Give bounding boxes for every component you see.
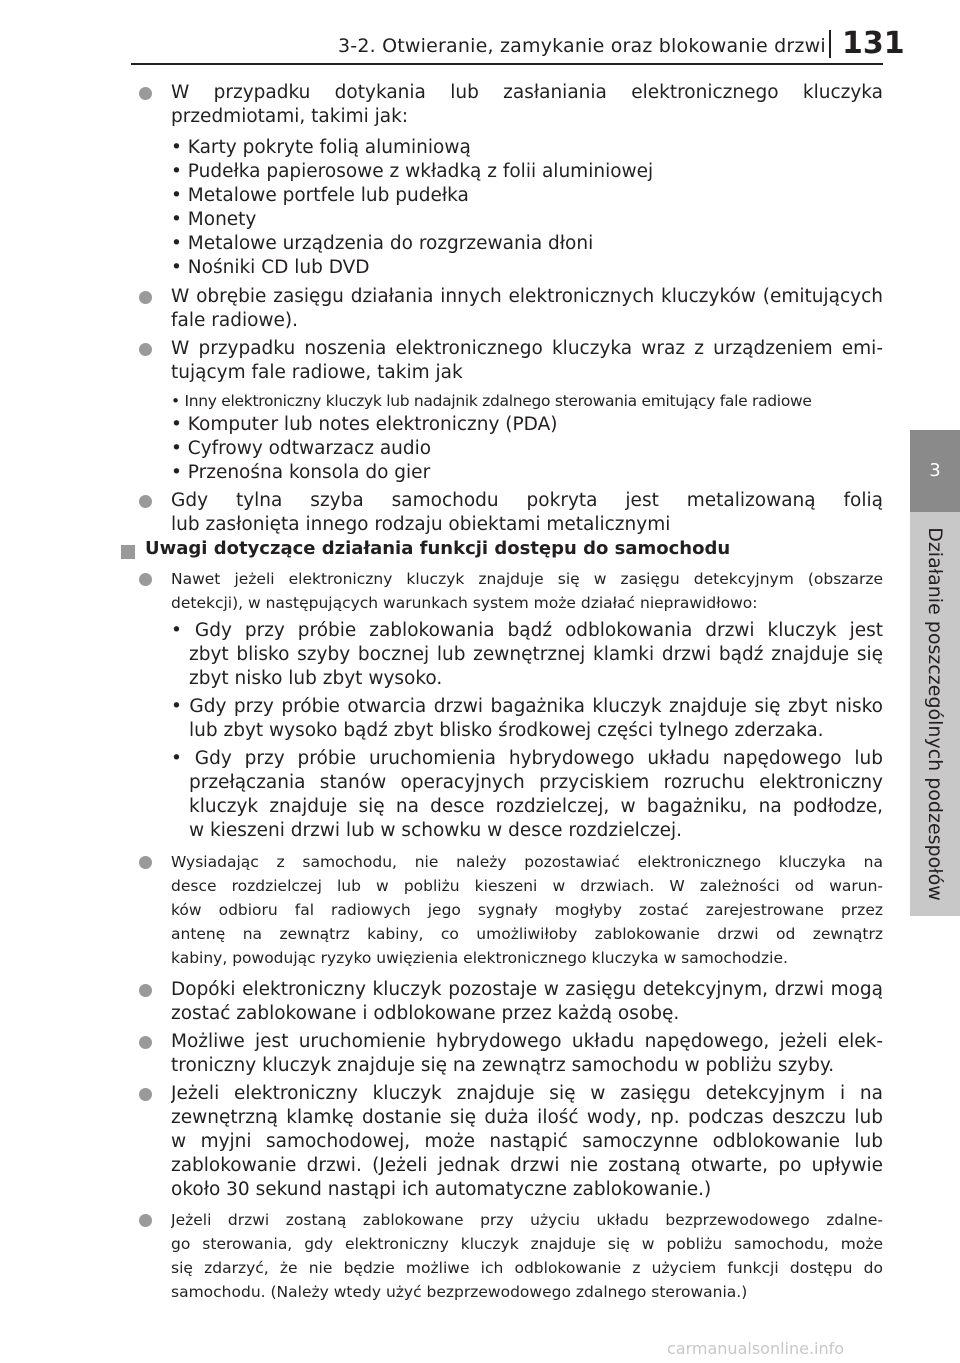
paragraph-line: samochodu. (Należy wtedy użyć bezprzewod… xyxy=(171,1283,748,1301)
list-item: przełączania stanów operacyjnych przycis… xyxy=(189,772,883,793)
bullet-dot xyxy=(139,291,152,304)
paragraph-line: Możliwe jest uruchomienie hybrydowego uk… xyxy=(171,1031,883,1052)
list-item: zbyt nisko lub zbyt wysoko. xyxy=(189,668,443,689)
paragraph-line: tującym fale radiowe, takim jak xyxy=(171,362,463,383)
paragraph-line: desce rozdzielczej lub w pobliżu kieszen… xyxy=(171,877,883,895)
paragraph-line: Wysiadając z samochodu, nie należy pozos… xyxy=(171,853,883,871)
list-item: lub zbyt wysoko bądź zbyt blisko środkow… xyxy=(189,720,824,741)
paragraph-line: Gdy tylna szyba samochodu pokryta jest m… xyxy=(171,490,883,511)
list-item: • Pudełka papierosowe z wkładką z folii … xyxy=(171,161,654,182)
chapter-title: Działanie poszczególnych podzespołów xyxy=(924,527,946,901)
chapter-strip xyxy=(910,512,960,916)
paragraph-line: go sterowania, gdy elektroniczny kluczyk… xyxy=(171,1235,883,1253)
paragraph-line: w myjni samochodowej, może nastąpić samo… xyxy=(171,1131,883,1152)
bullet-dot xyxy=(139,1214,152,1227)
paragraph-line: W obrębie zasięgu działania innych elekt… xyxy=(171,286,883,307)
page-header: 3-2. Otwieranie, zamykanie oraz blokowan… xyxy=(0,0,960,66)
bullet-dot xyxy=(139,87,152,100)
paragraph-line: detekcji), w następujących warunkach sys… xyxy=(171,594,758,612)
list-item: • Cyfrowy odtwarzacz audio xyxy=(171,438,432,459)
page-number: 131 xyxy=(842,26,905,61)
bullet-dot xyxy=(139,856,152,869)
paragraph-line: Dopóki elektroniczny kluczyk pozostaje w… xyxy=(171,979,883,1000)
paragraph-line: fale radiowe). xyxy=(171,310,299,331)
list-item: zbyt blisko szyby bocznej lub zewnętrzne… xyxy=(189,644,883,665)
list-item: • Gdy przy próbie uruchomienia hybrydowe… xyxy=(171,748,883,769)
list-item: • Przenośna konsola do gier xyxy=(171,462,431,483)
chapter-number: 3 xyxy=(929,460,941,481)
list-item: kluczyk znajduje się na desce rozdzielcz… xyxy=(189,796,883,817)
bullet-dot xyxy=(139,1036,152,1049)
section-marker xyxy=(121,545,135,559)
list-item: • Gdy przy próbie zablokowania bądź odbl… xyxy=(171,620,883,641)
paragraph-line: zewnętrzną klamkę dostanie się duża iloś… xyxy=(171,1107,883,1128)
page-body: W przypadku dotykania lub zasłaniania el… xyxy=(121,82,883,1301)
paragraph-line: W przypadku noszenia elektronicznego klu… xyxy=(171,338,883,359)
list-item: • Monety xyxy=(171,209,257,230)
list-item: • Gdy przy próbie otwarcia drzwi bagażni… xyxy=(171,696,883,717)
paragraph-line: Nawet jeżeli elektroniczny kluczyk znajd… xyxy=(171,570,883,588)
paragraph-line: ków odbioru fal radiowych jego sygnały m… xyxy=(171,901,883,919)
bullet-dot xyxy=(139,984,152,997)
list-item: • Karty pokryte folią aluminiową xyxy=(171,137,471,158)
paragraph-line: Jeżeli drzwi zostaną zablokowane przy uż… xyxy=(171,1211,883,1229)
watermark: carmanualsonline.info xyxy=(667,1339,845,1358)
paragraph-line: około 30 sekund nastąpi ich automatyczne… xyxy=(171,1179,712,1200)
list-item: • Komputer lub notes elektroniczny (PDA) xyxy=(171,414,558,435)
paragraph-line: się zdarzyć, że nie będzie możliwe ich o… xyxy=(171,1259,883,1277)
paragraph-line: kabiny, powodując ryzyko uwięzienia elek… xyxy=(171,949,788,967)
section-title: 3-2. Otwieranie, zamykanie oraz blokowan… xyxy=(338,35,826,57)
chapter-tab: 3 xyxy=(910,430,960,512)
list-item: • Metalowe portfele lub pudełka xyxy=(171,185,469,206)
list-item: • Metalowe urządzenia do rozgrzewania dł… xyxy=(171,233,594,254)
paragraph-line: przedmiotami, takimi jak: xyxy=(171,106,409,127)
paragraph-line: antenę na zewnątrz kabiny, co umożliwiło… xyxy=(171,925,883,943)
paragraph-line: zostać zablokowane i odblokowane przez k… xyxy=(171,1003,680,1024)
list-item: • Nośniki CD lub DVD xyxy=(171,257,370,278)
list-item: • Inny elektroniczny kluczyk lub nadajni… xyxy=(171,392,812,410)
section-heading: Uwagi dotyczące działania funkcji dostęp… xyxy=(145,538,731,559)
paragraph-line: W przypadku dotykania lub zasłaniania el… xyxy=(171,82,883,103)
header-divider xyxy=(829,30,831,58)
bullet-dot xyxy=(139,495,152,508)
bullet-dot xyxy=(139,573,152,586)
header-rule xyxy=(131,63,883,65)
bullet-dot xyxy=(139,1088,152,1101)
paragraph-line: lub zasłonięta innego rodzaju obiektami … xyxy=(171,514,671,535)
paragraph-line: Jeżeli elektroniczny kluczyk znajduje si… xyxy=(171,1083,883,1104)
paragraph-line: zablokowanie drzwi. (Jeżeli jednak drzwi… xyxy=(171,1155,883,1176)
bullet-dot xyxy=(139,343,152,356)
paragraph-line: troniczny kluczyk znajduje się na zewnąt… xyxy=(171,1055,835,1076)
list-item: w kieszeni drzwi lub w schowku w desce r… xyxy=(189,820,683,841)
